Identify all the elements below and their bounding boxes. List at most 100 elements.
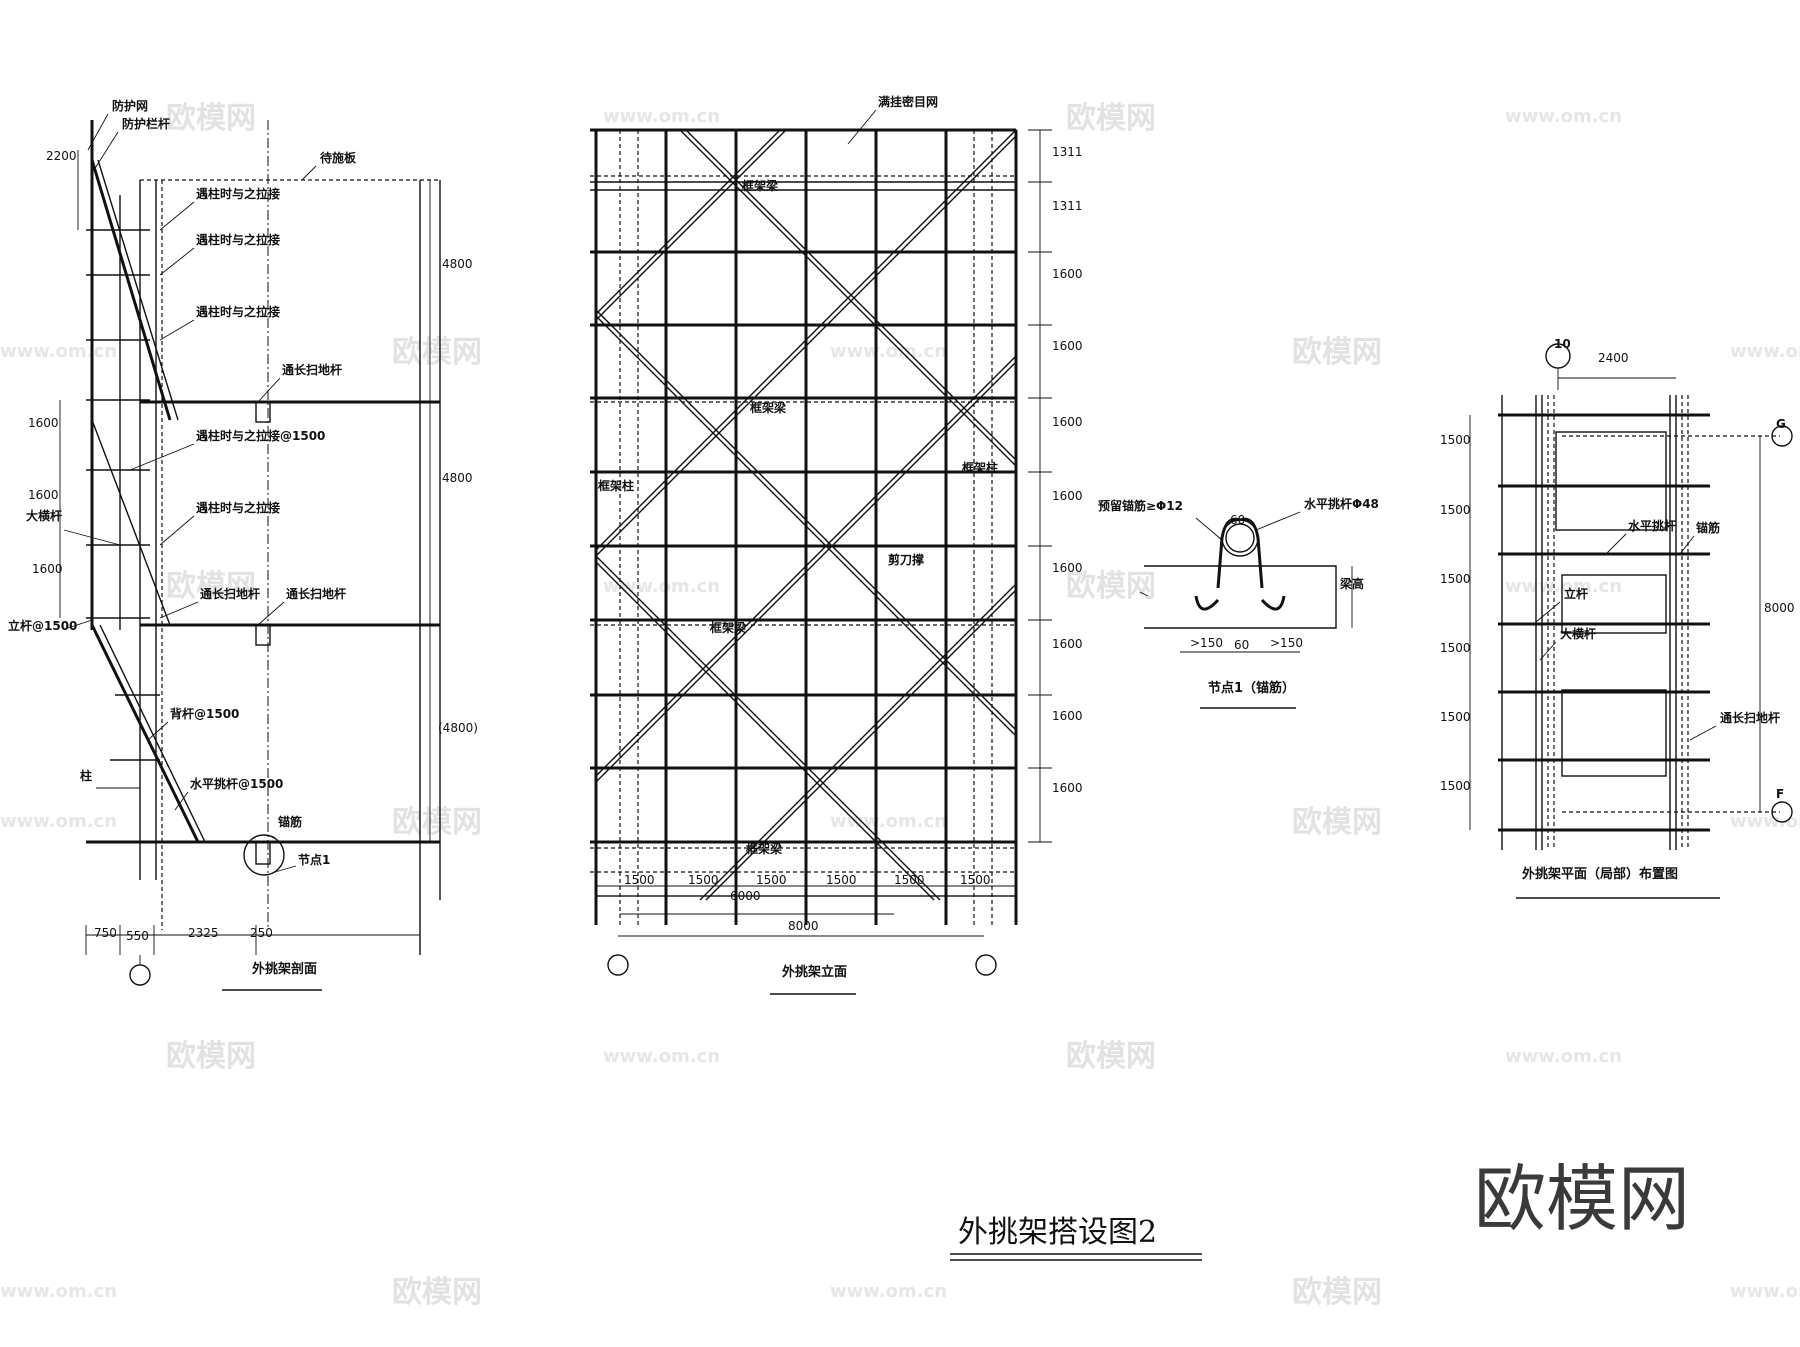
label-ledger: 大横杆 bbox=[1560, 626, 1596, 641]
plan-caption: 外挑架平面（局部）布置图 bbox=[1521, 866, 1678, 882]
dim-right: 1600 bbox=[1052, 637, 1083, 651]
dim-left: 1500 bbox=[1440, 779, 1471, 793]
dim-right: 1311 bbox=[1052, 145, 1083, 159]
plan-standards bbox=[1501, 395, 1689, 850]
watermark-url: www.om.cn bbox=[1730, 1281, 1800, 1302]
dim-b-4: 250 bbox=[250, 926, 273, 940]
elevation-horizontal-ledgers bbox=[590, 128, 1016, 844]
dim-left: 1500 bbox=[1440, 641, 1471, 655]
leader-line bbox=[1689, 725, 1717, 741]
dim-right: 1600 bbox=[1052, 415, 1083, 429]
watermark-url: www.om.cn bbox=[0, 341, 117, 362]
dim-top: 2400 bbox=[1598, 351, 1629, 365]
dim-right: 1311 bbox=[1052, 199, 1083, 213]
label-anchor: 锚筋 bbox=[278, 814, 302, 829]
label-cant: 水平挑杆@1500 bbox=[190, 776, 283, 791]
brand-logo: 欧模网 bbox=[1474, 1157, 1690, 1241]
leader-line bbox=[257, 601, 285, 626]
dim-h-1: 1600 bbox=[28, 416, 59, 430]
leader-line bbox=[147, 721, 169, 741]
ledger-group bbox=[86, 229, 150, 619]
watermark-brand: 欧模网 bbox=[392, 335, 482, 370]
main-title: 外挑架搭设图2 bbox=[958, 1215, 1157, 1250]
dim-left: 1500 bbox=[1440, 503, 1471, 517]
label-tie-3: 遇柱时与之拉接 bbox=[196, 304, 280, 319]
dim-r-2: 4800 bbox=[442, 471, 473, 485]
label-standard: 立杆@1500 bbox=[8, 618, 77, 633]
label-brace: 剪刀撑 bbox=[888, 552, 924, 567]
dim-b-3: 2325 bbox=[188, 926, 219, 940]
watermark-url: www.om.cn bbox=[603, 1046, 720, 1067]
label-ledger: 大横杆 bbox=[26, 508, 62, 523]
leader-line bbox=[1679, 535, 1695, 555]
dim-right: 8000 bbox=[1764, 601, 1795, 615]
watermark-url: www.om.cn bbox=[1730, 341, 1800, 362]
label-back-pole: 背杆@1500 bbox=[170, 706, 239, 721]
break-mark bbox=[1139, 591, 1149, 597]
brace bbox=[91, 419, 171, 626]
watermark-brand: 欧模网 bbox=[1066, 1039, 1156, 1074]
dim-h-top: 2200 bbox=[46, 149, 77, 163]
watermark-url: www.om.cn bbox=[1505, 106, 1622, 127]
axis-bubble bbox=[975, 954, 997, 976]
label-anchor: 锚筋 bbox=[1696, 520, 1720, 535]
label-sweep-1: 通长扫地杆 bbox=[282, 362, 342, 377]
label-sweep-3: 通长扫地杆 bbox=[286, 586, 346, 601]
elevation-caption: 外挑架立面 bbox=[781, 964, 847, 980]
label-sweep-2: 通长扫地杆 bbox=[200, 586, 260, 601]
watermark-url: www.om.cn bbox=[0, 1281, 117, 1302]
watermark-brand: 欧模网 bbox=[1292, 805, 1382, 840]
leader-line bbox=[159, 601, 199, 619]
label-guard-rail: 防护栏杆 bbox=[122, 116, 170, 131]
label-rebar: 预留锚筋≥Φ12 bbox=[1098, 498, 1183, 513]
leader-line bbox=[1255, 511, 1301, 531]
axis-g: G bbox=[1776, 417, 1786, 431]
dim-right: >150 bbox=[1270, 636, 1303, 650]
watermark-brand: 欧模网 bbox=[1292, 1275, 1382, 1310]
dim-right: 1600 bbox=[1052, 561, 1083, 575]
label-tie-5: 遇柱时与之拉接 bbox=[196, 500, 280, 515]
dim-right: 1600 bbox=[1052, 781, 1083, 795]
watermark-brand: 欧模网 bbox=[392, 1275, 482, 1310]
watermark-brand: 欧模网 bbox=[166, 101, 256, 136]
dim-bottom: 1500 bbox=[756, 873, 787, 887]
leader-line bbox=[159, 515, 195, 546]
dim-bottom: 1500 bbox=[826, 873, 857, 887]
watermark-url: www.om.cn bbox=[1505, 576, 1622, 597]
label-sweep: 通长扫地杆 bbox=[1720, 710, 1780, 725]
dim-60-top: 60 bbox=[1230, 513, 1245, 527]
label-tie-2: 遇柱时与之拉接 bbox=[196, 232, 280, 247]
label-beam-2: 框架梁 bbox=[750, 400, 786, 415]
leader-line bbox=[1535, 601, 1561, 623]
axis-bubble bbox=[607, 954, 629, 976]
beam-section bbox=[1144, 565, 1337, 629]
label-beam-1: 框架梁 bbox=[742, 178, 778, 193]
dim-left: 1500 bbox=[1440, 710, 1471, 724]
elevation-standards bbox=[594, 130, 1018, 925]
dim-r-3: (4800) bbox=[438, 721, 478, 735]
watermark-brand: 欧模网 bbox=[392, 805, 482, 840]
axis-top: 10 bbox=[1554, 337, 1571, 351]
label-tube: 水平挑杆Φ48 bbox=[1304, 496, 1379, 511]
label-guard-net: 防护网 bbox=[112, 98, 148, 113]
watermark-brand: 欧模网 bbox=[166, 1039, 256, 1074]
dim-8000: 8000 bbox=[788, 919, 819, 933]
label-beam-h: 梁高 bbox=[1339, 576, 1364, 591]
dim-right: 1600 bbox=[1052, 339, 1083, 353]
scissor-braces bbox=[595, 129, 1017, 901]
rebar-end bbox=[1260, 595, 1286, 611]
dim-right-ticks bbox=[1028, 129, 1052, 843]
watermark-url: www.om.cn bbox=[1730, 811, 1800, 832]
label-col-right: 框架柱 bbox=[962, 460, 998, 475]
rebar-hook bbox=[1239, 517, 1264, 589]
back-pole bbox=[90, 624, 200, 843]
watermark-url: www.om.cn bbox=[603, 106, 720, 127]
label-standard: 立杆 bbox=[1564, 586, 1588, 601]
label-tie-1: 遇柱时与之拉接 bbox=[196, 186, 280, 201]
dim-bottom: 1500 bbox=[624, 873, 655, 887]
leader-line bbox=[67, 619, 93, 629]
watermark-brand: 欧模网 bbox=[1066, 101, 1156, 136]
label-col-left: 框架柱 bbox=[598, 478, 634, 493]
watermark-brand: 欧模网 bbox=[1292, 335, 1382, 370]
dim-left: >150 bbox=[1190, 636, 1223, 650]
